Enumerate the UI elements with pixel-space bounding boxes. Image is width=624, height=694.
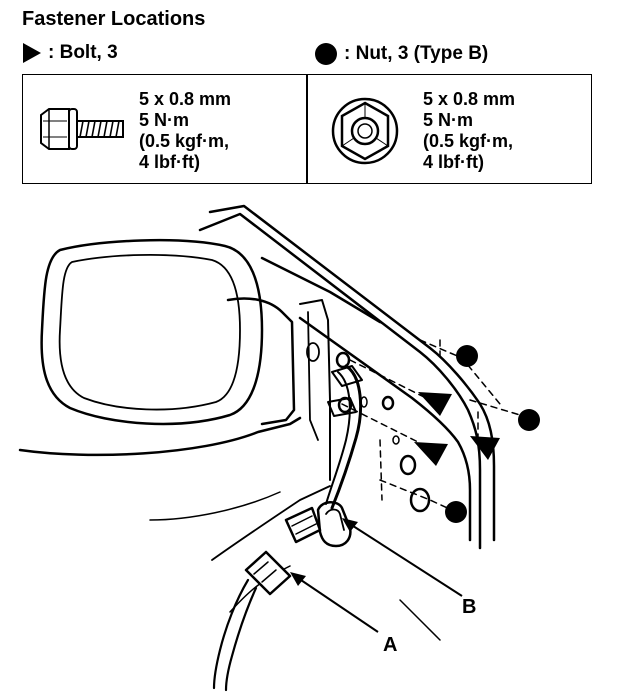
callout-a-label: A bbox=[383, 634, 398, 656]
bolt-spec-size: 5 x 0.8 mm bbox=[139, 89, 232, 109]
wire-harness bbox=[330, 364, 363, 510]
bolt-spec-torque-lbfft: 4 lbf·ft) bbox=[139, 152, 200, 172]
nut-marker-3 bbox=[445, 501, 467, 523]
callout-a-leader bbox=[297, 577, 379, 633]
nut-spec-torque-nm: 5 N·m bbox=[423, 110, 474, 130]
nut-legend-label: : Nut, 3 (Type B) bbox=[344, 43, 489, 64]
clip-b bbox=[316, 501, 352, 548]
filled-circle-nut-icon bbox=[315, 43, 337, 65]
nut-marker-2 bbox=[518, 409, 540, 431]
callout-b-leader bbox=[349, 523, 463, 597]
bolt-marker-3 bbox=[470, 436, 500, 460]
bolt-spec-torque-nm: 5 N·m bbox=[139, 110, 190, 130]
mirror-installation-illustration bbox=[18, 204, 540, 692]
callout-b-label: B bbox=[462, 596, 477, 618]
bolt-marker-1 bbox=[418, 392, 452, 416]
bolt-spec-box: 5 x 0.8 mm 5 N·m (0.5 kgf·m, 4 lbf·ft) bbox=[22, 74, 308, 184]
page-title: Fastener Locations bbox=[22, 8, 206, 30]
nut-legend: : Nut, 3 (Type B) bbox=[314, 42, 488, 66]
bolt-legend: : Bolt, 3 bbox=[22, 42, 118, 64]
bolt-legend-label: : Bolt, 3 bbox=[48, 42, 118, 63]
bolt-icon bbox=[40, 108, 124, 150]
nut-spec-box: 5 x 0.8 mm 5 N·m (0.5 kgf·m, 4 lbf·ft) bbox=[306, 74, 592, 184]
bolt-marker-2 bbox=[414, 442, 448, 466]
nut-spec-text: 5 x 0.8 mm 5 N·m (0.5 kgf·m, 4 lbf·ft) bbox=[423, 89, 515, 173]
flange-nut-icon bbox=[331, 97, 399, 165]
triangle-bolt-icon bbox=[23, 43, 41, 63]
nut-marker-1 bbox=[456, 345, 478, 367]
bolt-spec-torque-kgfm: (0.5 kgf·m, bbox=[139, 131, 230, 151]
nut-spec-torque-lbfft: 4 lbf·ft) bbox=[423, 152, 484, 172]
bolt-spec-text: 5 x 0.8 mm 5 N·m (0.5 kgf·m, 4 lbf·ft) bbox=[139, 89, 231, 173]
mirror-glass-edge bbox=[58, 254, 241, 411]
nut-spec-size: 5 x 0.8 mm bbox=[423, 89, 516, 109]
nut-spec-torque-kgfm: (0.5 kgf·m, bbox=[423, 131, 514, 151]
connector-a bbox=[244, 550, 292, 596]
mirror-housing bbox=[40, 238, 264, 426]
